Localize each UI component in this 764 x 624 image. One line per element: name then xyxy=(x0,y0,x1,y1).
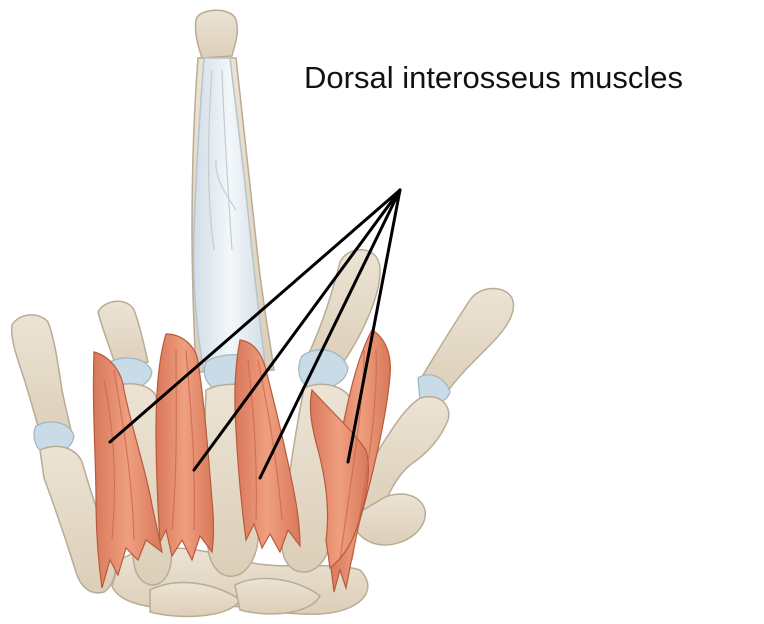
diagram-label: Dorsal interosseus muscles xyxy=(304,60,683,96)
